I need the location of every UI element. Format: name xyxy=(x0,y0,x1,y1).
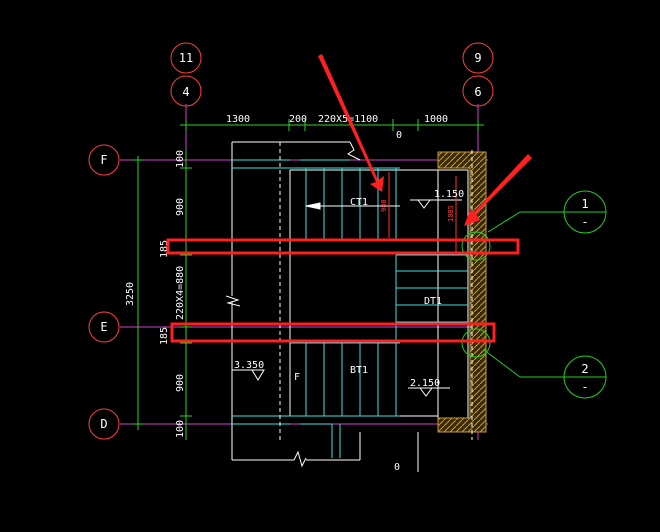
elevation-symbols xyxy=(232,199,462,397)
section-1-number: 1 xyxy=(581,197,588,211)
red-arrow-right xyxy=(464,154,532,226)
dim-left-100-top: 100 xyxy=(175,150,186,168)
section-2-sub: - xyxy=(581,380,588,394)
stair-plan-outline xyxy=(225,141,469,472)
section-pointer-1 xyxy=(461,231,491,261)
axis-label-6: 6 xyxy=(474,85,481,99)
label-elev-top: 1.150 xyxy=(434,189,464,200)
axis-label-D: D xyxy=(100,417,107,431)
axis-bubble-11[interactable] xyxy=(170,42,202,74)
highlight-arrows xyxy=(318,54,532,226)
beam-dim-lines xyxy=(388,172,457,256)
dim-left-900-bottom: 900 xyxy=(175,374,186,392)
section-pointer-2 xyxy=(461,328,491,358)
hidden-lines xyxy=(279,142,473,440)
dim-left-100-bottom: 100 xyxy=(175,420,186,438)
axis-bubble-4[interactable] xyxy=(170,75,202,107)
label-beam-dim-b: 1085 xyxy=(447,205,455,222)
dim-top-0: 0 xyxy=(396,130,402,141)
label-beam-dim-a: 980 xyxy=(380,199,388,212)
label-elev-left: 3.350 xyxy=(234,360,264,371)
highlight-boxes xyxy=(166,238,520,343)
axis-bubble-9[interactable] xyxy=(462,42,494,74)
top-dimension-chain xyxy=(180,119,484,131)
axis-bubble-D[interactable] xyxy=(88,408,120,440)
red-arrow-left xyxy=(318,54,384,192)
elevation-mark-left xyxy=(232,369,265,381)
dim-top-1300: 1300 xyxy=(226,114,250,125)
label-bt1: BT1 xyxy=(350,365,368,376)
label-ct1: CT1 xyxy=(350,197,368,208)
label-dt1: DT1 xyxy=(424,296,442,307)
dim-top-1000: 1000 xyxy=(424,114,448,125)
axis-label-F: F xyxy=(100,153,107,167)
dim-left-185-bottom: 185 xyxy=(159,327,170,345)
label-elev-bottom: 2.150 xyxy=(410,378,440,389)
elevation-mark-top xyxy=(410,199,462,209)
axis-bubble-6[interactable] xyxy=(462,75,494,107)
axis-label-E: E xyxy=(100,320,107,334)
axis-label-9: 9 xyxy=(474,51,481,65)
dim-left-900-top: 900 xyxy=(175,198,186,216)
break-mark-top xyxy=(347,141,361,161)
label-bottom-zero: 0 xyxy=(394,462,400,473)
axis-bubble-E[interactable] xyxy=(88,311,120,343)
dim-left-steps: 220X4=880 xyxy=(175,266,186,320)
dim-left-185-top: 185 xyxy=(159,240,170,258)
left-dimension-chain xyxy=(132,150,192,440)
axis-bubble-F[interactable] xyxy=(88,144,120,176)
axis-label-4: 4 xyxy=(182,85,189,99)
section-markers xyxy=(461,190,607,399)
label-f-mark: F xyxy=(294,372,300,383)
stair-flight-bt1 xyxy=(290,342,400,417)
dim-top-200: 200 xyxy=(289,114,307,125)
break-mark-left xyxy=(225,295,241,307)
highlight-box-upper-beam xyxy=(166,238,520,255)
highlight-box-lower-beam xyxy=(170,322,496,343)
walk-arrow-ct1 xyxy=(305,202,400,210)
elevation-mark-bottom xyxy=(408,387,450,397)
break-mark-bottom xyxy=(293,450,307,468)
dim-left-total: 3250 xyxy=(125,282,136,306)
top-axis-bubbles xyxy=(170,42,494,107)
section-2-number: 2 xyxy=(581,362,588,376)
axis-label-11: 11 xyxy=(179,51,193,65)
beam-lines xyxy=(232,159,350,458)
section-1-sub: - xyxy=(581,215,588,229)
